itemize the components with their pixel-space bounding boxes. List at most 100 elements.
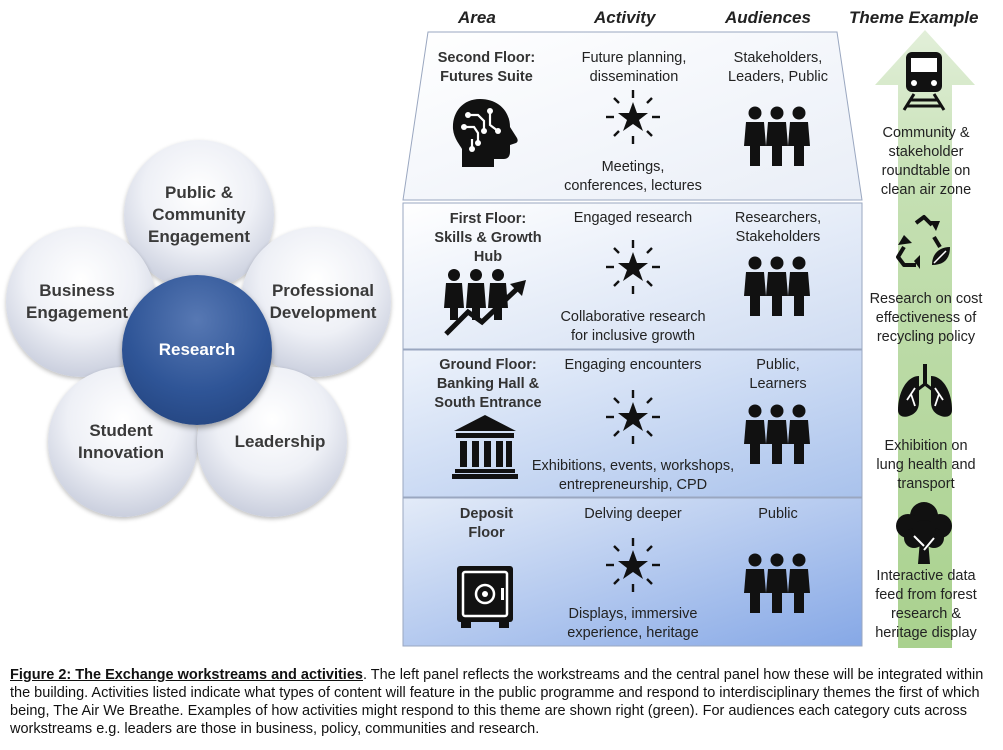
audience-line: Leaders, Public	[728, 69, 828, 85]
star-burst-icon	[606, 90, 660, 144]
head-circuit-icon	[452, 99, 518, 167]
theme-line: research &	[890, 606, 962, 622]
people-group-icon	[744, 553, 810, 613]
header-theme-example: Theme Example	[849, 8, 979, 27]
area-deposit-floor: Deposit Floor	[420, 505, 553, 543]
petal-research-center: Research	[122, 275, 272, 425]
theme-line: Exhibition on	[884, 438, 968, 454]
theme-line: stakeholder	[888, 144, 964, 160]
activity-line: dissemination	[589, 69, 679, 85]
area-line: Second Floor:	[437, 50, 536, 66]
activity-line: Displays, immersive	[568, 606, 698, 622]
activity-bottom-ground: Exhibitions, events, workshops, entrepre…	[518, 457, 748, 495]
petal-label-line: Leadership	[234, 432, 326, 451]
star-burst-icon	[606, 538, 660, 592]
people-group-icon	[744, 256, 810, 316]
audience-line: Public,	[756, 357, 800, 373]
people-group-icon	[744, 106, 810, 166]
header-activity: Activity	[594, 8, 656, 27]
people-group-icon	[744, 404, 810, 464]
area-line: Floor	[468, 525, 505, 541]
area-line: Deposit	[459, 506, 514, 522]
area-line: Banking Hall &	[436, 376, 540, 392]
activity-line: Collaborative research	[560, 309, 706, 325]
theme-example-1: Community & stakeholder roundtable on cl…	[866, 124, 986, 200]
audience-line: Stakeholders	[735, 229, 821, 245]
theme-line: Research on cost	[869, 291, 983, 307]
petal-professional-development: Professional Development	[241, 227, 391, 377]
activity-line: entrepreneurship, CPD	[558, 477, 708, 493]
activity-line: Future planning,	[581, 50, 687, 66]
activity-line: for inclusive growth	[570, 328, 696, 344]
area-second-floor: Second Floor: Futures Suite	[420, 49, 553, 87]
petal-business-engagement: Business Engagement	[6, 227, 156, 377]
petal-label-line: Community	[152, 205, 246, 224]
theme-arrow	[875, 30, 975, 648]
people-growth-icon	[444, 269, 526, 336]
activity-line: Engaged research	[573, 210, 693, 226]
lungs-icon	[898, 364, 952, 417]
audience-line: Learners	[749, 376, 807, 392]
area-first-floor: First Floor: Skills & Growth Hub	[418, 210, 558, 267]
theme-line: roundtable on	[881, 163, 971, 179]
audiences-ground: Public, Learners	[718, 356, 838, 394]
bank-building-icon	[452, 415, 518, 479]
petal-label-line: Student	[89, 421, 153, 440]
theme-example-3: Exhibition on lung health and transport	[866, 437, 986, 494]
activity-top-first: Engaged research	[548, 209, 718, 228]
activity-line: Delving deeper	[584, 506, 682, 522]
activity-bottom-second: Meetings, conferences, lectures	[538, 158, 728, 196]
area-ground-floor: Ground Floor: Banking Hall & South Entra…	[418, 356, 558, 413]
theme-line: Community &	[882, 125, 970, 141]
area-line: First Floor:	[449, 211, 527, 227]
activity-line: conferences, lectures	[564, 178, 702, 194]
theme-line: clean air zone	[880, 182, 972, 198]
activity-top-ground: Engaging encounters	[548, 356, 718, 375]
petal-label-line: Engagement	[25, 303, 129, 322]
floor-first	[402, 202, 863, 350]
tree-icon	[896, 502, 952, 564]
caption-body: . The left panel reflects the workstream…	[10, 667, 984, 737]
theme-line: transport	[897, 476, 955, 492]
activity-bottom-deposit: Displays, immersive experience, heritage	[548, 605, 718, 643]
activity-top-second: Future planning, dissemination	[554, 49, 714, 87]
theme-example-2: Research on cost effectiveness of recycl…	[866, 290, 986, 347]
header-audiences: Audiences	[725, 8, 811, 27]
area-line: South Entrance	[434, 395, 542, 411]
star-burst-icon	[606, 240, 660, 294]
recycle-icon	[896, 215, 950, 269]
area-line: Hub	[473, 249, 503, 265]
activity-bottom-first: Collaborative research for inclusive gro…	[543, 308, 723, 346]
theme-line: heritage display	[875, 625, 977, 641]
activity-line: Exhibitions, events, workshops,	[531, 458, 735, 474]
train-icon	[902, 52, 946, 111]
activity-line: Meetings,	[601, 159, 665, 175]
activity-line: experience, heritage	[567, 625, 699, 641]
theme-line: feed from forest	[875, 587, 977, 603]
theme-line: Interactive data	[876, 568, 976, 584]
safe-icon	[457, 566, 513, 628]
area-line: Ground Floor:	[439, 357, 537, 373]
figure-caption: Figure 2: The Exchange workstreams and a…	[10, 666, 995, 738]
petal-public-community-engagement: Public & Community Engagement	[124, 140, 274, 290]
header-area: Area	[458, 8, 496, 27]
star-burst-icon	[606, 390, 660, 444]
audiences-first: Researchers, Stakeholders	[718, 209, 838, 247]
activity-top-deposit: Delving deeper	[548, 505, 718, 524]
caption-title: Figure 2: The Exchange workstreams and a…	[10, 667, 363, 683]
area-line: Skills & Growth	[434, 230, 542, 246]
petal-label-line: Business	[39, 281, 115, 300]
petal-label-line: Innovation	[78, 443, 164, 462]
theme-line: effectiveness of	[875, 310, 977, 326]
petal-label-line: Development	[269, 303, 377, 322]
research-label: Research	[158, 340, 236, 359]
theme-line: recycling policy	[876, 329, 976, 345]
theme-example-4: Interactive data feed from forest resear…	[866, 567, 986, 643]
petal-label-line: Public &	[164, 183, 233, 202]
activity-line: Engaging encounters	[564, 357, 702, 373]
petal-label-line: Engagement	[147, 227, 251, 246]
audience-line: Stakeholders,	[733, 50, 823, 66]
audiences-second: Stakeholders, Leaders, Public	[718, 49, 838, 87]
petal-label-line: Professional	[271, 281, 375, 300]
audience-line: Public	[758, 506, 798, 522]
